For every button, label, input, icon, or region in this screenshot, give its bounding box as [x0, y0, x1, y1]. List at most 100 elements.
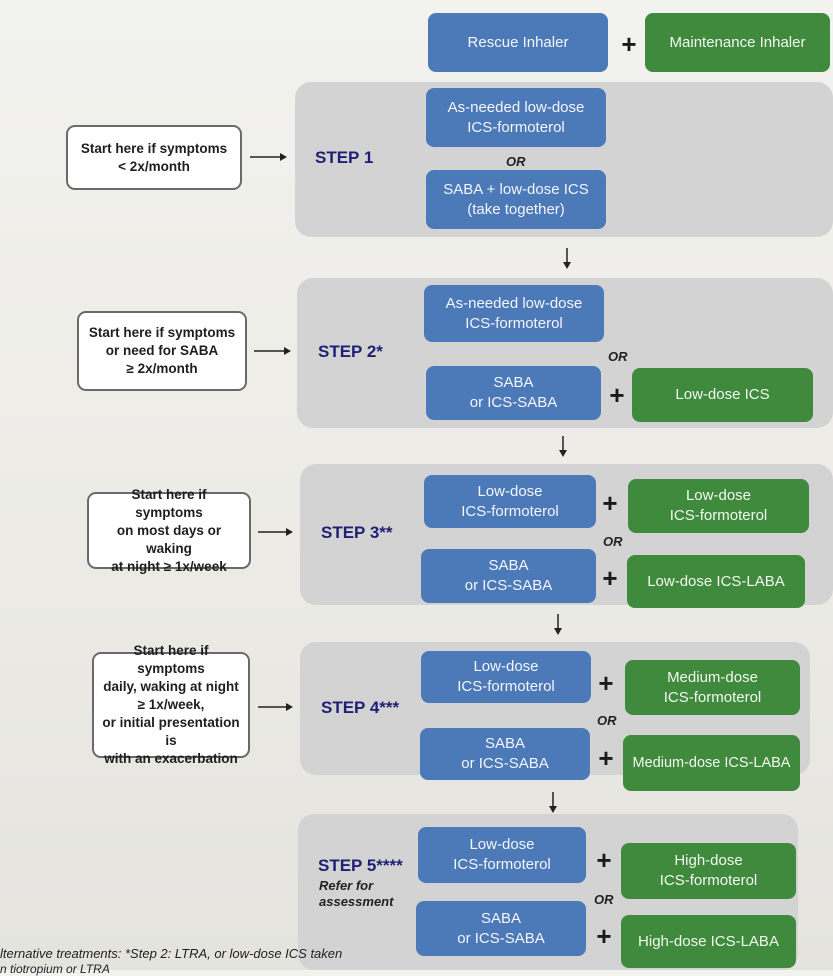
box-line: ICS-formoterol: [453, 856, 551, 873]
refer-line: assessment: [319, 894, 394, 909]
step-4-label: STEP 4***: [321, 698, 400, 717]
start-line: Start here if symptoms: [80, 140, 228, 156]
step-5-or-label: OR: [594, 892, 614, 907]
box-line: ICS-formoterol: [457, 678, 555, 695]
box-line: Low-dose: [473, 658, 539, 675]
start-line: with an exacerbation: [104, 751, 238, 766]
step-5-option-a-rescue: Low-dose ICS-formoterol: [418, 827, 586, 883]
step-1-option-b-rescue: SABA + low-dose ICS (take together): [426, 170, 606, 229]
box-line: High-dose: [674, 852, 743, 869]
step-4-option-a-maintenance: Medium-dose ICS-formoterol: [625, 660, 800, 715]
plus-icon: +: [609, 380, 625, 410]
step-3-option-a-rescue: Low-dose ICS-formoterol: [424, 475, 596, 528]
start-line: ≥ 2x/month: [126, 361, 198, 376]
arrow-down-icon: [557, 436, 569, 458]
step-5-option-b-maintenance: High-dose ICS-LABA: [621, 915, 796, 968]
plus-icon: +: [602, 563, 618, 593]
step-4-or-label: OR: [597, 713, 617, 728]
start-line: Start here if symptoms: [133, 643, 209, 676]
step-2-label: STEP 2*: [318, 342, 383, 361]
box-line: Medium-dose: [667, 668, 758, 686]
arrow-down-icon: [561, 248, 573, 270]
arrow-right-icon: [258, 700, 294, 714]
arrow-down-icon: [552, 614, 564, 636]
box-line: (take together): [467, 200, 565, 218]
step-3-option-a-maintenance: Low-dose ICS-formoterol: [628, 479, 809, 533]
start-line: Start here if symptoms: [88, 325, 236, 340]
start-line: or need for SABA: [105, 343, 219, 358]
step-2-or-label: OR: [608, 349, 628, 364]
footer-alternative-treatments-cont: n tiotropium or LTRA: [0, 962, 110, 976]
box-line: ICS-formoterol: [467, 118, 565, 136]
box-line: Low-dose ICS: [675, 386, 770, 403]
start-line: < 2x/month: [118, 158, 190, 174]
step-1-option-a-rescue: As-needed low-dose ICS-formoterol: [426, 88, 606, 147]
plus-icon: +: [596, 921, 612, 951]
step-1-label: STEP 1: [315, 148, 374, 167]
step-3-start-text: Start here if symptoms on most days or w…: [97, 486, 241, 576]
box-line: ICS-formoterol: [663, 688, 762, 706]
box-line: SABA + low-dose ICS: [443, 180, 589, 198]
plus-icon: +: [621, 29, 637, 59]
maintenance-inhaler-header-label: Maintenance Inhaler: [669, 33, 806, 51]
plus-icon: +: [598, 743, 614, 773]
step-4-option-b-rescue: SABA or ICS-SABA: [420, 728, 590, 780]
step-1-or-label: OR: [506, 154, 526, 169]
box-line: Low-dose: [469, 836, 535, 853]
box-line: Low-dose: [685, 487, 752, 504]
step-3-label: STEP 3**: [321, 523, 393, 542]
refer-line: Refer for: [319, 878, 374, 893]
box-line: or ICS-SABA: [464, 577, 553, 594]
step-2-start-box: Start here if symptoms or need for SABA …: [77, 311, 247, 391]
box-line: or ICS-SABA: [457, 929, 545, 947]
step-3-option-b-rescue: SABA or ICS-SABA: [421, 549, 596, 603]
footer-alternative-treatments: lternative treatments: *Step 2: LTRA, or…: [0, 946, 343, 961]
step-2-option-a-rescue: As-needed low-dose ICS-formoterol: [424, 285, 604, 342]
plus-icon: +: [596, 845, 612, 875]
step-2-option-b-rescue: SABA or ICS-SABA: [426, 366, 601, 420]
arrow-right-icon: [254, 344, 292, 358]
step-3-or-label: OR: [603, 534, 623, 549]
step-4-option-a-rescue: Low-dose ICS-formoterol: [421, 651, 591, 703]
step-3-option-b-maintenance: Low-dose ICS-LABA: [627, 555, 805, 608]
start-line: or initial presentation is: [102, 715, 240, 748]
step-4-start-box: Start here if symptoms daily, waking at …: [92, 643, 250, 766]
step-2-option-b-maintenance: Low-dose ICS: [632, 368, 813, 422]
arrow-right-icon: [258, 525, 294, 539]
step-5-option-b-rescue: SABA or ICS-SABA: [416, 901, 586, 956]
step-5-refer-text: Refer for assessment: [319, 878, 393, 910]
step-3-start-box: Start here if symptoms on most days or w…: [87, 487, 251, 574]
rescue-inhaler-header: Rescue Inhaler: [428, 13, 608, 72]
box-line: ICS-formoterol: [461, 502, 559, 520]
box-line: Low-dose ICS-LABA: [647, 572, 785, 590]
box-line: Medium-dose ICS-LABA: [632, 755, 791, 771]
plus-icon: +: [598, 668, 614, 698]
box-line: As-needed low-dose: [447, 98, 585, 116]
box-line: SABA: [493, 374, 534, 391]
box-line: Low-dose: [477, 482, 543, 500]
box-line: ICS-formoterol: [669, 507, 768, 524]
arrow-right-icon: [250, 150, 288, 164]
start-line: on most days or waking: [116, 522, 222, 556]
box-line: SABA: [480, 909, 522, 927]
box-line: SABA: [484, 735, 526, 752]
box-line: or ICS-SABA: [469, 394, 558, 411]
step-1-start-text: Start here if symptoms < 2x/month: [81, 140, 227, 176]
plus-icon: +: [602, 488, 618, 518]
step-4-start-text: Start here if symptoms daily, waking at …: [102, 642, 240, 768]
box-line: High-dose ICS-LABA: [638, 932, 779, 950]
box-line: SABA: [488, 557, 529, 574]
start-line: Start here if symptoms: [131, 486, 207, 520]
step-5-option-a-maintenance: High-dose ICS-formoterol: [621, 843, 796, 899]
box-line: ICS-formoterol: [659, 872, 758, 889]
maintenance-inhaler-header: Maintenance Inhaler: [645, 13, 830, 72]
arrow-down-icon: [547, 792, 559, 814]
box-line: ICS-formoterol: [465, 314, 563, 332]
box-line: As-needed low-dose: [445, 294, 583, 312]
step-4-option-b-maintenance: Medium-dose ICS-LABA: [623, 735, 800, 791]
start-line: daily, waking at night: [103, 679, 239, 694]
step-2-start-text: Start here if symptoms or need for SABA …: [89, 324, 235, 378]
start-line: at night ≥ 1x/week: [111, 558, 227, 574]
start-line: ≥ 1x/week,: [137, 697, 205, 712]
step-1-start-box: Start here if symptoms < 2x/month: [66, 125, 242, 190]
